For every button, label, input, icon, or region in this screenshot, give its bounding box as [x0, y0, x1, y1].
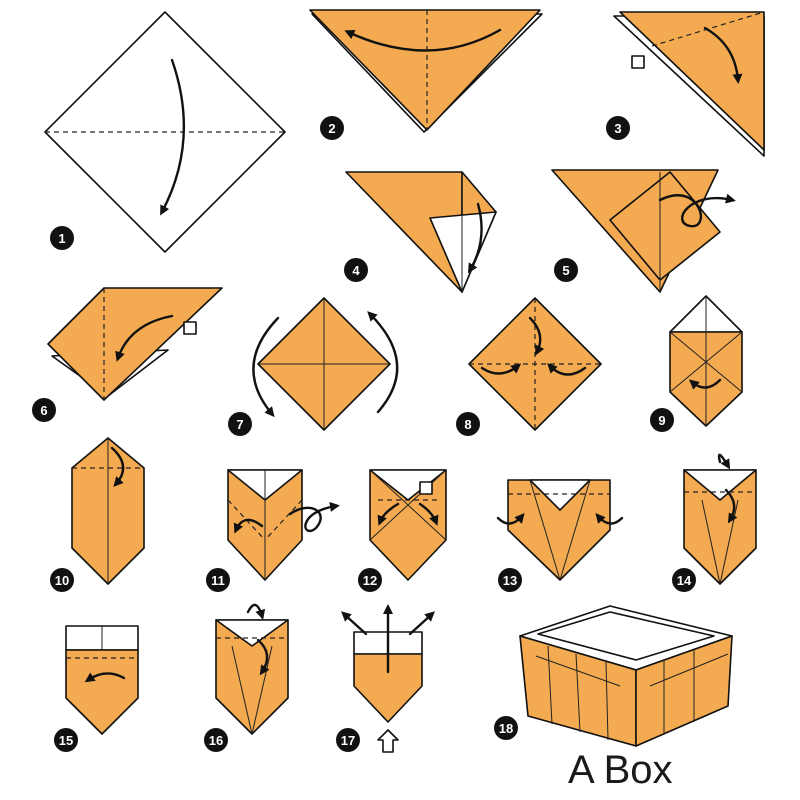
step-badge: 10	[50, 568, 74, 592]
step-4-figure	[345, 171, 497, 293]
step-badge: 12	[358, 568, 382, 592]
step-3-figure	[613, 11, 765, 157]
step-14-figure	[683, 453, 757, 585]
step-number: 8	[464, 417, 471, 432]
step-number: 9	[658, 413, 665, 428]
step-number: 3	[614, 121, 621, 136]
step-badge: 9	[650, 408, 674, 432]
step-badge: 17	[336, 728, 360, 752]
step-badge: 11	[206, 568, 230, 592]
step-number: 10	[55, 573, 69, 588]
step-badge: 2	[320, 116, 344, 140]
step-16-figure	[215, 603, 289, 735]
step-number: 18	[499, 721, 513, 736]
step-number: 1	[58, 231, 65, 246]
step-13-figure	[496, 479, 624, 581]
step-badge: 7	[228, 412, 252, 436]
step-badge: 16	[204, 728, 228, 752]
step-badge: 6	[32, 398, 56, 422]
step-number: 4	[352, 263, 360, 278]
step-number: 15	[59, 733, 73, 748]
step-number: 11	[211, 573, 225, 588]
step-badge: 13	[498, 568, 522, 592]
step-2-figure	[309, 9, 543, 133]
step-10-figure	[71, 437, 145, 585]
step-badge: 15	[54, 728, 78, 752]
step-number: 7	[236, 417, 243, 432]
step-12-figure	[369, 469, 447, 581]
step-1-figure	[44, 11, 286, 253]
step-number: 14	[677, 573, 692, 588]
step-11-figure	[227, 469, 340, 581]
step-number: 5	[562, 263, 569, 278]
step-badge: 18	[494, 716, 518, 740]
step-8-figure	[468, 297, 602, 431]
step-number: 16	[209, 733, 223, 748]
step-number: 17	[341, 733, 355, 748]
step-9-figure	[669, 295, 743, 427]
step-number: 2	[328, 121, 335, 136]
step-number: 12	[363, 573, 377, 588]
diagram-title: A Box	[568, 748, 673, 792]
step-number: 6	[40, 403, 47, 418]
step-17-figure	[341, 604, 435, 753]
step-badge: 8	[456, 412, 480, 436]
step-5-figure	[551, 169, 736, 293]
step-badge: 14	[672, 568, 696, 592]
step-badge: 4	[344, 258, 368, 282]
step-badge: 5	[554, 258, 578, 282]
step-number: 13	[503, 573, 517, 588]
step-badge: 3	[606, 116, 630, 140]
step-15-figure	[65, 625, 139, 735]
step-6-figure	[47, 287, 223, 401]
step-18-box-figure	[519, 605, 733, 747]
step-7-figure	[252, 297, 399, 431]
step-badge: 1	[50, 226, 74, 250]
